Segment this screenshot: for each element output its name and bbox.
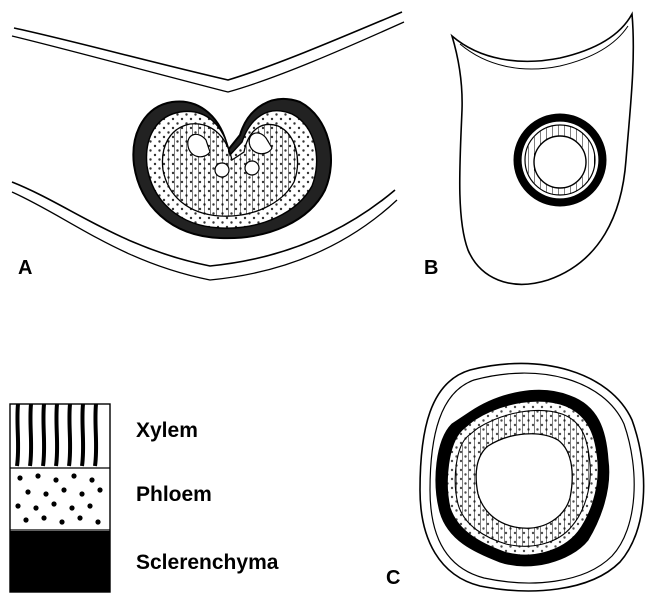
- legend-label-phloem: Phloem: [136, 484, 212, 505]
- panel-c-label: C: [386, 568, 400, 588]
- legend-label-sclerenchyma: Sclerenchyma: [136, 552, 278, 573]
- panel-a-centre-cell-2: [245, 161, 259, 175]
- panel-a-upper-surface-inner: [12, 22, 404, 92]
- legend-swatches: [10, 404, 110, 592]
- legend-swatch-sclerenchyma: [10, 531, 110, 592]
- panel-a-upper-surface: [14, 12, 402, 80]
- legend-label-xylem: Xylem: [136, 420, 198, 441]
- panel-b-label: B: [424, 258, 438, 278]
- panel-a-drawing: [12, 12, 404, 280]
- panel-b-drawing: [452, 14, 633, 284]
- panel-c-lumen: [476, 434, 572, 528]
- panel-c-drawing: [420, 363, 644, 590]
- panel-b-lumen: [534, 136, 586, 188]
- panel-a-label: A: [18, 258, 32, 278]
- panel-a-centre-cell-1: [215, 163, 229, 177]
